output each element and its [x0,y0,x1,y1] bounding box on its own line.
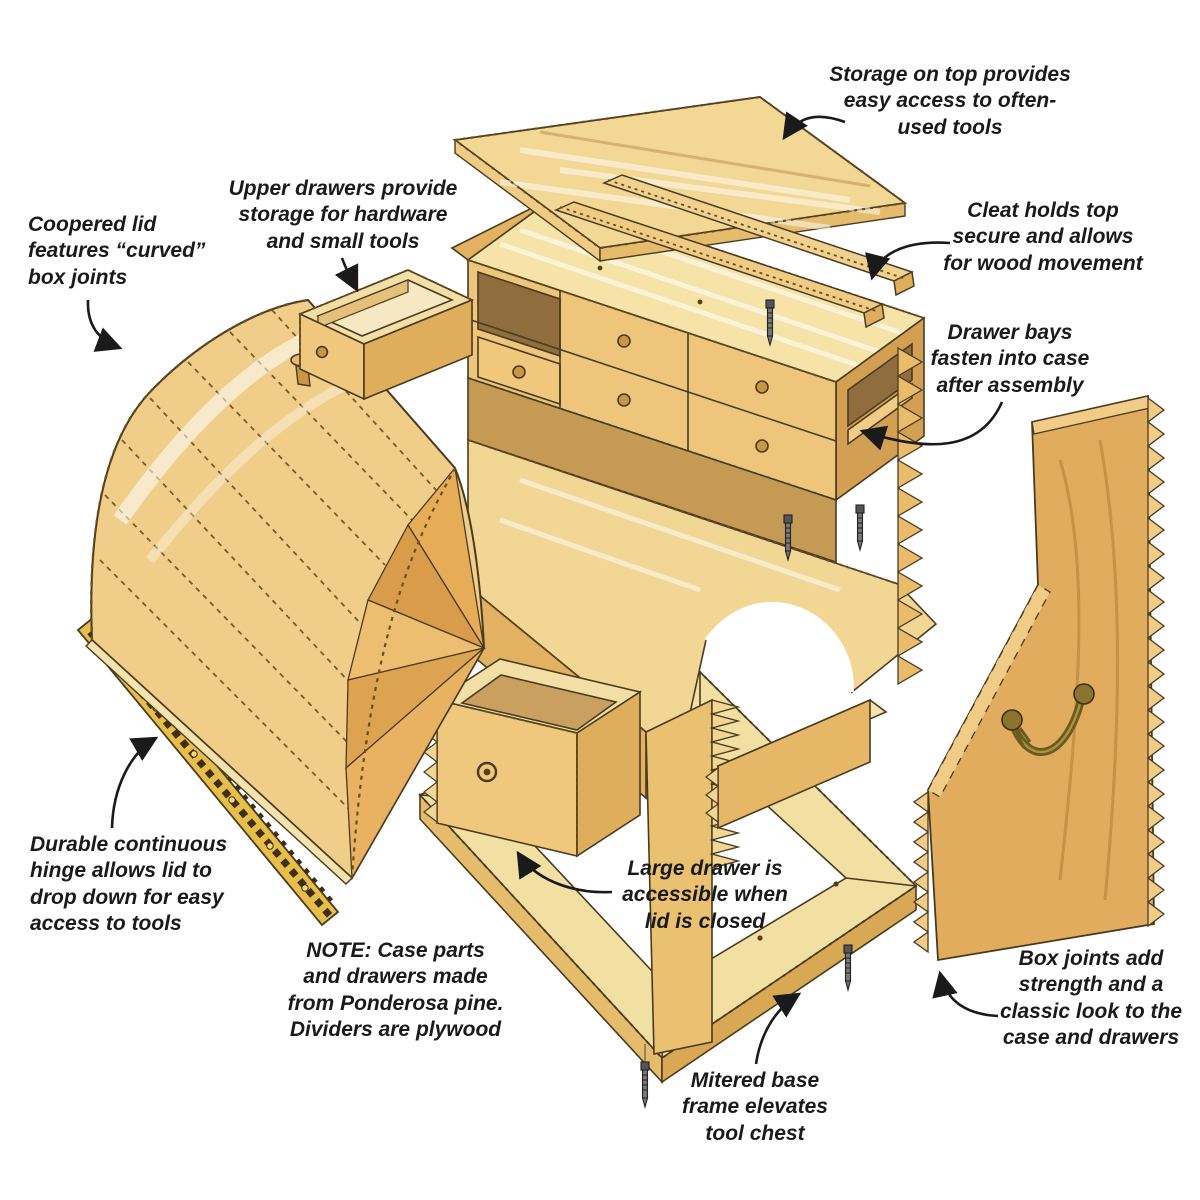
label-coopered-lid: Coopered lid features “curved” box joint… [28,213,206,289]
small-upper-drawer [298,268,474,401]
leader-box-joints [932,970,999,1018]
leader-cleat [865,241,951,281]
leader-large-drawer [516,850,613,894]
label-drawer-bays: Drawer bays fasten into case after assem… [930,321,1090,397]
brass-handle [1001,683,1095,756]
leader-storage-on-top [782,111,846,141]
label-continuous-hinge: Durable continuous hinge allows lid to d… [30,833,228,936]
label-upper-drawers: Upper drawers provide storage for hardwa… [228,177,458,253]
label-note: NOTE: Case parts and drawers made from P… [287,939,504,1042]
leader-arrows [86,111,1004,1065]
coopered-lid [84,298,487,885]
screws [640,299,865,1110]
label-box-joints: Box joints add strength and a classic lo… [999,947,1183,1050]
large-drawer [423,658,643,858]
leader-hinge [110,736,159,829]
leader-drawer-bays [859,401,1004,451]
label-storage-on-top: Storage on top provides easy access to o… [829,63,1071,139]
leader-mitered-base [754,992,802,1065]
side-panel [912,394,1166,962]
leader-upper-drawers [334,257,359,293]
leader-coopered-lid [86,299,123,352]
label-cleat: Cleat holds top secure and allows for wo… [943,199,1143,275]
case-lower-well [467,346,938,1055]
label-mitered-base: Mitered base frame elevates tool chest [682,1069,828,1145]
label-large-drawer: Large drawer is accessible when lid is c… [622,857,788,933]
cleats [553,174,915,329]
